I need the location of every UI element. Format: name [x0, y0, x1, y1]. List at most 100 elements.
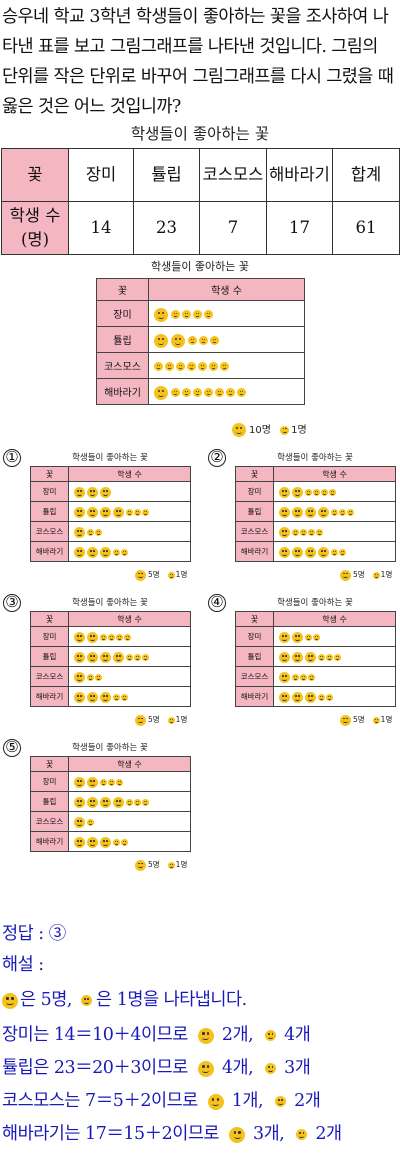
table-count: 14 — [68, 201, 134, 255]
option-number[interactable]: ② — [208, 449, 226, 467]
small-smiley-icon — [199, 336, 208, 345]
option-number[interactable]: ⑤ — [3, 739, 21, 757]
big-smiley-icon — [74, 777, 85, 788]
pictograph-row-icons — [273, 481, 396, 502]
small-smiley-icon — [134, 509, 141, 516]
small-smiley-icon — [171, 310, 180, 319]
small-smiley-icon — [209, 362, 218, 371]
pictograph-row-icons — [68, 501, 191, 522]
legend-small-value: 1명 — [175, 860, 188, 869]
big-smiley-icon — [232, 423, 246, 437]
big-smiley-icon — [100, 692, 111, 703]
pictograph-row-icons — [148, 326, 305, 353]
pictograph-row: 해바라기 — [235, 541, 396, 562]
pictograph-row: 튤립 — [235, 501, 396, 522]
big-smiley-icon — [305, 652, 316, 663]
small-smiley-icon — [275, 1096, 287, 1107]
table-count: 61 — [332, 201, 400, 255]
small-smiley-icon — [308, 674, 315, 681]
small-smiley-icon — [331, 549, 338, 556]
pictograph-row: 코스모스 — [235, 666, 396, 687]
big-smiley-icon — [74, 817, 85, 828]
big-smiley-icon — [100, 797, 111, 808]
small-smiley-icon — [237, 388, 246, 397]
pictograph-row-icons — [68, 646, 191, 667]
legend-big-value: 5명 — [148, 860, 160, 869]
small-smiley-icon — [126, 654, 133, 661]
small-smiley-icon — [126, 799, 133, 806]
big-smiley-icon — [74, 632, 85, 643]
big-smiley-icon — [229, 1126, 246, 1143]
small-smiley-icon — [339, 549, 346, 556]
big-smiley-icon — [87, 507, 98, 518]
big-smiley-icon — [279, 507, 290, 518]
option-number[interactable]: ④ — [208, 594, 226, 612]
table-flower: 해바라기 — [266, 148, 333, 202]
small-smiley-icon — [220, 362, 229, 371]
small-smiley-icon — [326, 654, 333, 661]
small-smiley-icon — [165, 362, 174, 371]
big-smiley-icon — [279, 692, 290, 703]
option-number[interactable]: ③ — [3, 594, 21, 612]
small-smiley-icon — [305, 489, 312, 496]
big-smiley-icon — [305, 507, 316, 518]
small-smiley-icon — [204, 310, 213, 319]
legend-small-value: 1명 — [380, 570, 393, 579]
pictograph-title: 학생들이 좋아하는 꽃 — [277, 598, 353, 608]
legend-small-value: 1명 — [175, 570, 188, 579]
big-smiley-icon — [292, 507, 303, 518]
unit-line-a: 은 5명, — [20, 990, 72, 1010]
small-smiley-icon — [87, 674, 94, 681]
big-smiley-icon — [87, 692, 98, 703]
pictograph-row: 해바라기 — [30, 831, 191, 852]
unit-line-b: 은 1명을 나타냅니다. — [96, 990, 247, 1010]
pictograph-col-count: 학생 수 — [148, 278, 305, 301]
pictograph-row-icons — [68, 686, 191, 707]
option-number[interactable]: ① — [3, 449, 21, 467]
pictograph-row-label: 장미 — [96, 300, 149, 327]
big-smiley-icon — [100, 652, 111, 663]
data-table: 꽃 장미 튤립 코스모스 해바라기 합계 학생 수(명) 14 23 7 17 … — [1, 148, 400, 255]
pictograph-col-count: 학생 수 — [273, 466, 396, 482]
big-smiley-icon — [113, 507, 124, 518]
pictograph-row: 해바라기 — [30, 686, 191, 707]
pictograph-col-count: 학생 수 — [68, 611, 191, 627]
pictograph-col-flower: 꽃 — [30, 466, 69, 482]
pictograph-title: 학생들이 좋아하는 꽃 — [150, 260, 250, 273]
small-smiley-icon — [171, 388, 180, 397]
answer-big-count: 1개, — [231, 1091, 264, 1111]
big-smiley-icon — [135, 569, 146, 581]
big-smiley-icon — [74, 672, 85, 683]
pictograph-row-icons — [273, 541, 396, 562]
big-smiley-icon — [87, 632, 98, 643]
pictograph-col-count: 학생 수 — [68, 466, 191, 482]
big-smiley-icon — [340, 569, 351, 581]
big-smiley-icon — [87, 797, 98, 808]
big-smiley-icon — [135, 859, 146, 871]
pictograph-row: 장미 — [235, 626, 396, 647]
answer-small-count: 3개 — [284, 1058, 311, 1078]
answer-big-count: 4개, — [221, 1058, 254, 1078]
small-smiley-icon — [347, 509, 354, 516]
legend-big-value: 5명 — [148, 715, 160, 724]
big-smiley-icon — [305, 692, 316, 703]
table-flower: 장미 — [68, 148, 134, 202]
pictograph-row-icons — [68, 831, 191, 852]
pictograph-row: 장미 — [30, 481, 191, 502]
big-smiley-icon — [100, 547, 111, 558]
pictograph-row-icons — [273, 646, 396, 667]
answer-line-text: 코스모스는 7＝5＋2이므로 — [2, 1091, 198, 1111]
pictograph-col-count: 학생 수 — [273, 611, 396, 627]
pictograph-row-icons — [148, 378, 305, 405]
